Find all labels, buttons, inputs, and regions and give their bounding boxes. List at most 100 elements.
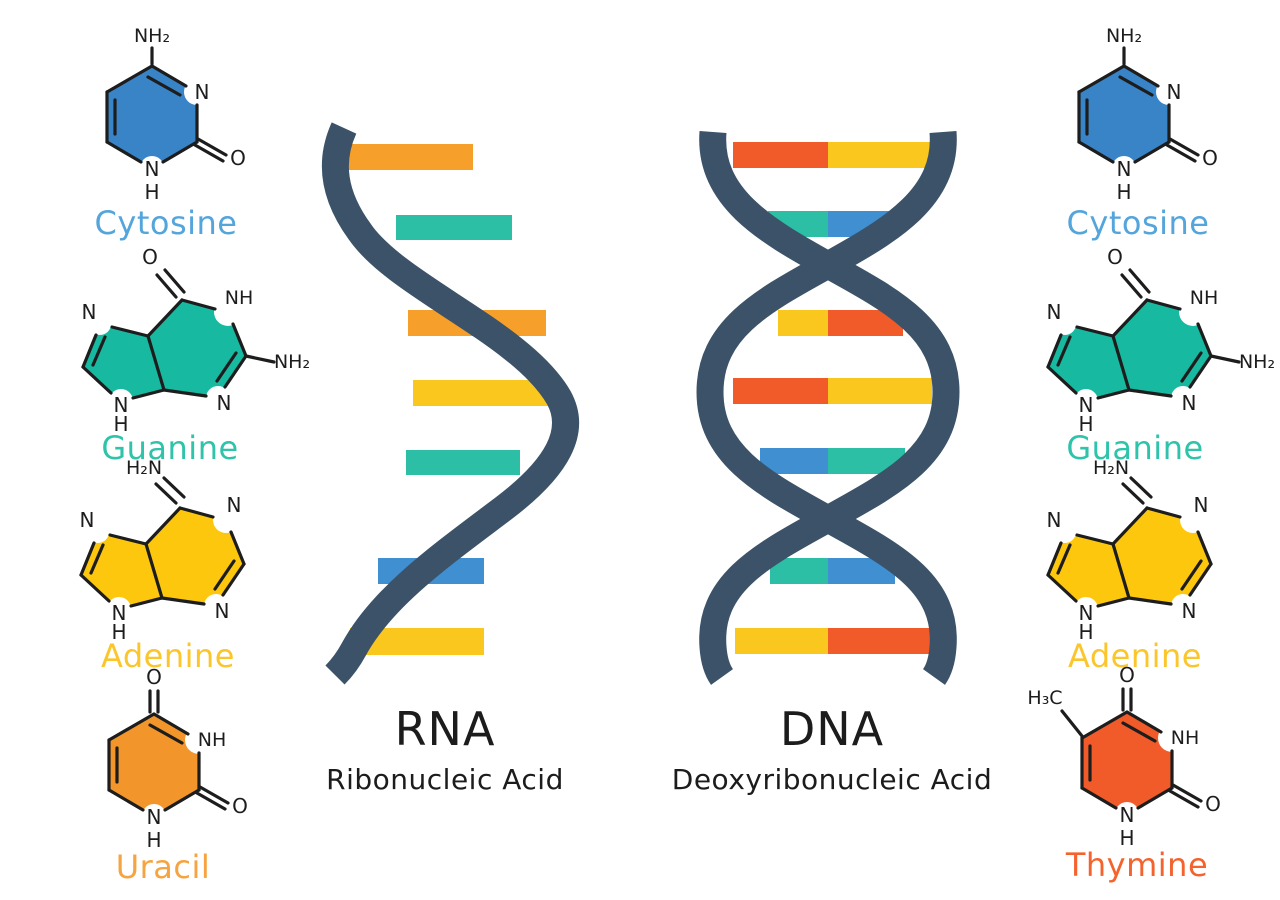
atom-label-o: O bbox=[1119, 663, 1135, 687]
molecule-name-label: Uracil bbox=[116, 848, 211, 886]
atom-halo bbox=[1054, 313, 1076, 335]
atom-label-n: N bbox=[82, 300, 97, 324]
atom-label-h: H bbox=[1078, 620, 1093, 644]
atom-halo bbox=[213, 507, 239, 533]
dna-title: DNA bbox=[779, 702, 885, 756]
dna-strand-left bbox=[699, 130, 960, 685]
atom-label-nh: NH bbox=[1171, 727, 1200, 749]
atom-label-amine: NH₂ bbox=[274, 351, 310, 373]
bond-lines bbox=[1077, 46, 1200, 164]
atom-label-n: N bbox=[1047, 508, 1062, 532]
thymine-structure-right: H₃C O NH O N H Thymine bbox=[1027, 663, 1221, 884]
bond-lines bbox=[105, 46, 228, 164]
dna-base-pair-bars bbox=[733, 142, 932, 654]
atom-label-h: H bbox=[144, 180, 159, 204]
cytosine-ring-fill bbox=[107, 66, 197, 168]
atom-halo bbox=[206, 386, 230, 410]
atom-halo bbox=[1054, 521, 1076, 543]
cytosine-structure-right: NH₂ N O N H Cytosine bbox=[1067, 25, 1218, 242]
bond-lines bbox=[79, 476, 246, 608]
molecule-name-label: Guanine bbox=[101, 429, 238, 467]
rna-title: RNA bbox=[394, 702, 496, 756]
molecule-name-label: Thymine bbox=[1065, 846, 1208, 884]
rna-base-bar bbox=[413, 380, 550, 406]
rna-base-bar bbox=[406, 450, 520, 475]
dna-base-pair-left bbox=[735, 628, 828, 654]
atom-halo bbox=[204, 594, 228, 618]
atom-label-o: O bbox=[230, 146, 246, 170]
atom-label-o: O bbox=[1205, 792, 1221, 816]
molecule-name-label: Cytosine bbox=[1067, 204, 1210, 242]
atom-label-n: N bbox=[1194, 493, 1209, 517]
guanine-ring-fill bbox=[1048, 300, 1211, 401]
atom-label-o: O bbox=[1107, 245, 1123, 269]
atom-label-n: N bbox=[215, 599, 230, 623]
dna-base-pair-left bbox=[778, 310, 828, 336]
bond-lines bbox=[107, 689, 230, 812]
guanine-ring-fill bbox=[83, 300, 246, 401]
adenine-ring-fill bbox=[81, 508, 244, 609]
rna-base-bar bbox=[396, 215, 512, 240]
atom-label-o: O bbox=[142, 245, 158, 269]
guanine-structure-right: O NH NH₂ N N N H Guanine bbox=[1046, 245, 1275, 467]
dna-base-pair-left bbox=[760, 448, 828, 474]
atom-label-amine: NH₂ bbox=[1239, 351, 1275, 373]
molecule-name-label: Adenine bbox=[101, 637, 235, 675]
atom-label-h: H bbox=[113, 412, 128, 436]
thymine-ring-fill bbox=[1082, 712, 1172, 814]
atom-label-h: H bbox=[1116, 180, 1131, 204]
atom-halo bbox=[1180, 507, 1206, 533]
molecule-name-label: Cytosine bbox=[95, 204, 238, 242]
atom-label-n: N bbox=[217, 391, 232, 415]
dna-base-pair-right bbox=[828, 142, 932, 168]
molecule-name-label: Guanine bbox=[1066, 429, 1203, 467]
dna-helix-illustration bbox=[696, 130, 960, 685]
atom-label-nh: NH bbox=[1190, 287, 1219, 309]
dna-base-pair-right bbox=[828, 628, 930, 654]
atom-label-o: O bbox=[146, 665, 162, 689]
atom-label-n: N bbox=[147, 805, 162, 829]
atom-label-o: O bbox=[1202, 146, 1218, 170]
adenine-structure-right: H₂N N N N N H Adenine bbox=[1046, 457, 1213, 675]
atom-halo bbox=[1074, 389, 1098, 413]
dna-strand-right bbox=[696, 130, 957, 685]
bond-lines bbox=[1060, 687, 1203, 810]
atom-label-n: N bbox=[1120, 803, 1135, 827]
atom-halo bbox=[1179, 298, 1207, 326]
atom-halo bbox=[109, 389, 133, 413]
atom-label-n: N bbox=[1182, 599, 1197, 623]
atom-label-h: H bbox=[1078, 412, 1093, 436]
cytosine-ring-fill bbox=[1079, 66, 1169, 168]
atom-label-n: N bbox=[1167, 80, 1182, 104]
atom-halo bbox=[1158, 724, 1186, 752]
cytosine-structure-left: NH₂ N O N H Cytosine bbox=[95, 25, 246, 242]
atom-label-n: N bbox=[145, 157, 160, 181]
atom-label-methyl: H₃C bbox=[1027, 687, 1062, 709]
atom-label-h: H bbox=[146, 828, 161, 852]
atom-halo bbox=[107, 597, 131, 621]
atom-label-n: N bbox=[1117, 157, 1132, 181]
atom-label-amine: H₂N bbox=[126, 457, 162, 479]
atom-label-h: H bbox=[111, 620, 126, 644]
atom-label-nh: NH bbox=[225, 287, 254, 309]
rna-subtitle: Ribonucleic Acid bbox=[326, 762, 564, 796]
atom-label-amine: H₂N bbox=[1093, 457, 1129, 479]
uracil-ring-fill bbox=[109, 714, 199, 816]
atom-label-n: N bbox=[227, 493, 242, 517]
atom-label-nh: NH bbox=[198, 729, 227, 751]
molecule-name-label: Adenine bbox=[1068, 637, 1202, 675]
atom-halo bbox=[1115, 802, 1139, 826]
atom-halo bbox=[1156, 79, 1182, 105]
atom-halo bbox=[184, 79, 210, 105]
atom-halo bbox=[1171, 594, 1195, 618]
dna-base-pair-left bbox=[733, 378, 828, 404]
dna-title-block: DNA Deoxyribonucleic Acid bbox=[657, 704, 1007, 796]
bond-lines bbox=[1046, 476, 1213, 608]
atom-label-n: N bbox=[114, 393, 129, 417]
adenine-structure-left: H₂N N N N N H Adenine bbox=[79, 457, 246, 675]
bond-lines bbox=[1046, 268, 1241, 400]
uracil-structure-left: O NH O N H Uracil bbox=[107, 665, 248, 886]
atom-label-n: N bbox=[1182, 391, 1197, 415]
atom-halo bbox=[1074, 597, 1098, 621]
